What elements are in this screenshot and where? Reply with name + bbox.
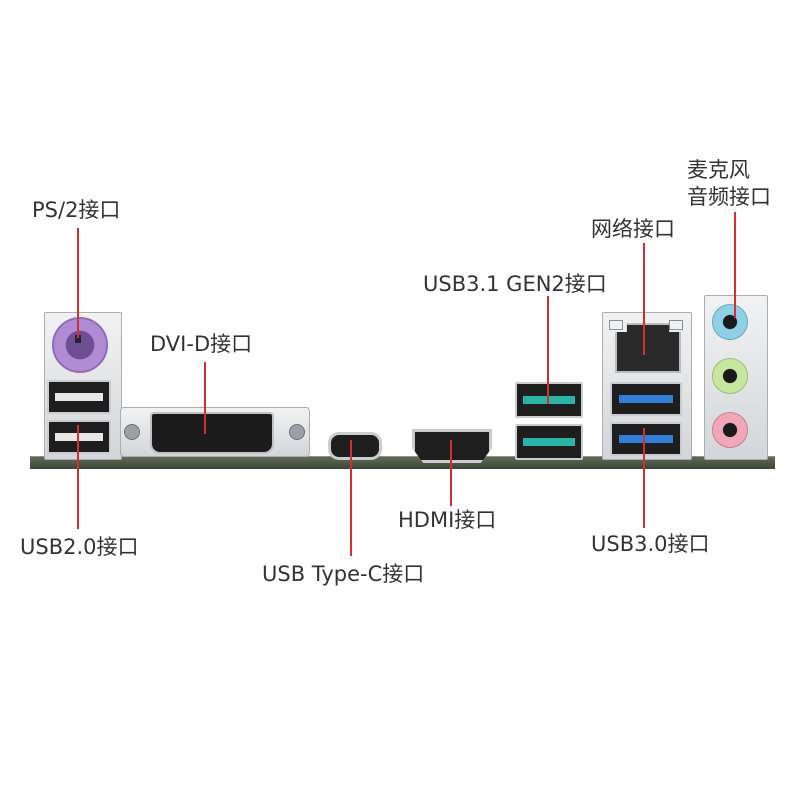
callout-usb30 bbox=[643, 428, 645, 528]
label-typec: USB Type-C接口 bbox=[262, 562, 425, 586]
label-usb31: USB3.1 GEN2接口 bbox=[423, 272, 607, 296]
audio-jack-pink bbox=[712, 412, 748, 448]
hdmi-port bbox=[412, 429, 492, 463]
label-network: 网络接口 bbox=[591, 217, 675, 241]
callout-network bbox=[643, 243, 645, 355]
label-audio-line2: 音频接口 bbox=[687, 185, 771, 209]
lan-led-right bbox=[669, 320, 683, 330]
label-usb20: USB2.0接口 bbox=[20, 535, 139, 559]
ps2-port-key bbox=[75, 335, 81, 343]
label-ps2: PS/2接口 bbox=[32, 198, 121, 222]
callout-audio bbox=[734, 212, 736, 318]
motherboard-edge bbox=[30, 456, 775, 469]
audio-jack-blue bbox=[712, 304, 748, 340]
usb30-port-bottom bbox=[610, 422, 682, 456]
callout-dvi bbox=[204, 362, 206, 434]
label-audio-line1: 麦克风 bbox=[687, 158, 750, 182]
audio-jack-green bbox=[712, 358, 748, 394]
callout-usb31 bbox=[547, 296, 549, 404]
usb30-port-top bbox=[610, 382, 682, 416]
usb-type-c-port bbox=[328, 432, 382, 460]
usb20-port-top bbox=[47, 380, 111, 414]
usb20-port-bottom bbox=[47, 420, 111, 454]
lan-led-left bbox=[609, 320, 623, 330]
callout-ps2 bbox=[77, 228, 79, 338]
label-dvi: DVI-D接口 bbox=[150, 332, 253, 356]
label-hdmi: HDMI接口 bbox=[398, 508, 497, 532]
usb31-port-bottom bbox=[515, 424, 583, 460]
dvi-screw-right bbox=[289, 424, 305, 440]
callout-typec bbox=[350, 440, 352, 556]
callout-hdmi bbox=[450, 440, 452, 506]
ps2-port bbox=[52, 317, 108, 373]
usb31-port-top bbox=[515, 382, 583, 418]
dvi-d-port bbox=[150, 412, 274, 454]
dvi-screw-left bbox=[124, 424, 140, 440]
label-usb30: USB3.0接口 bbox=[591, 532, 710, 556]
callout-usb20 bbox=[77, 425, 79, 529]
